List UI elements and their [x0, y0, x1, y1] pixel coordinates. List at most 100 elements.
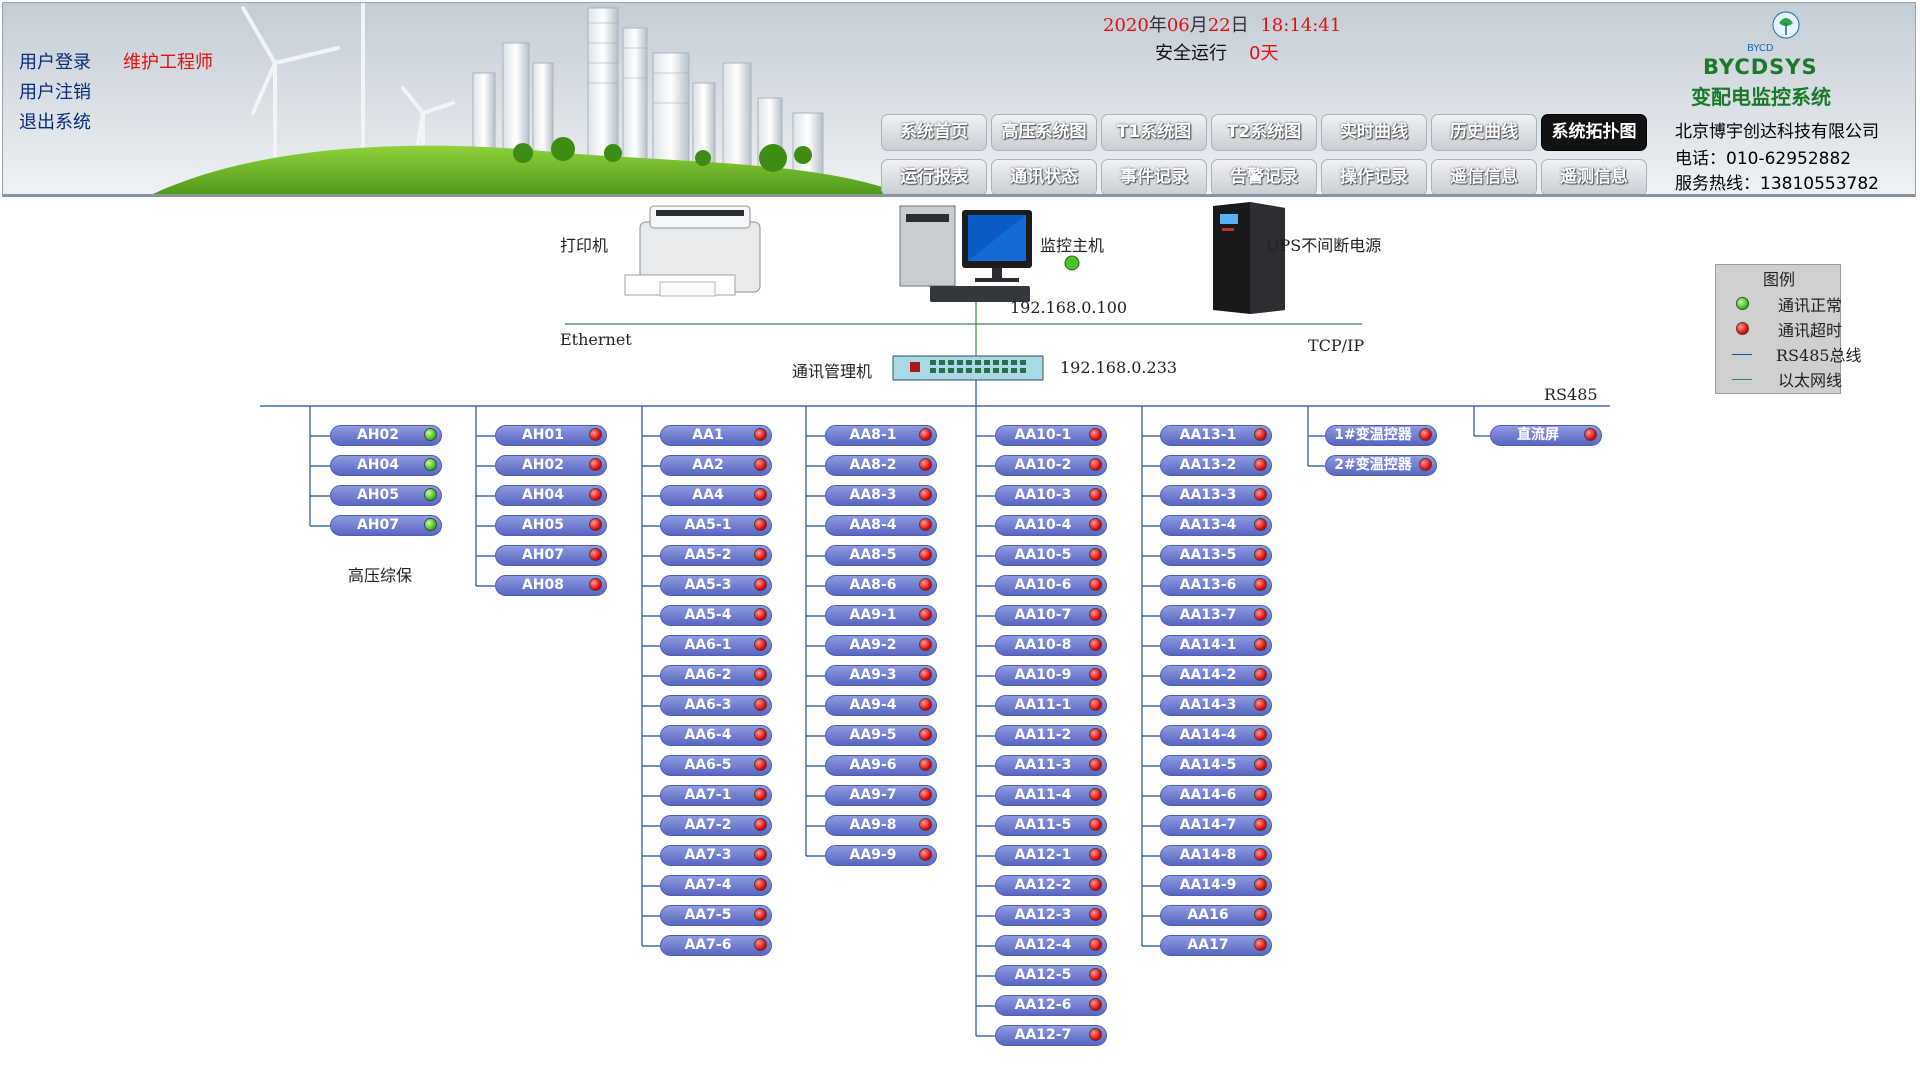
device-node[interactable]: AA10-4 — [995, 515, 1107, 536]
device-node[interactable]: AA7-6 — [660, 935, 772, 956]
device-node[interactable]: AH02 — [330, 425, 442, 446]
device-node[interactable]: AA9-4 — [825, 695, 937, 716]
device-node[interactable]: AA12-5 — [995, 965, 1107, 986]
nav-button-13[interactable]: 遥信信息 — [1431, 159, 1537, 194]
nav-button-7[interactable]: 系统拓扑图 — [1541, 114, 1647, 151]
device-node[interactable]: AA10-6 — [995, 575, 1107, 596]
device-node[interactable]: AA11-2 — [995, 725, 1107, 746]
device-node[interactable]: AA13-5 — [1160, 545, 1272, 566]
nav-button-12[interactable]: 操作记录 — [1321, 159, 1427, 194]
device-node[interactable]: AA10-2 — [995, 455, 1107, 476]
device-node[interactable]: AA6-3 — [660, 695, 772, 716]
logout-link[interactable]: 用户注销 — [19, 82, 91, 103]
device-node[interactable]: AA5-4 — [660, 605, 772, 626]
device-node[interactable]: AH01 — [495, 425, 607, 446]
device-node[interactable]: AA9-5 — [825, 725, 937, 746]
device-node[interactable]: AA14-5 — [1160, 755, 1272, 776]
device-node[interactable]: AH07 — [495, 545, 607, 566]
device-node[interactable]: AA5-2 — [660, 545, 772, 566]
device-node[interactable]: AA10-9 — [995, 665, 1107, 686]
device-node[interactable]: AA14-1 — [1160, 635, 1272, 656]
exit-system-link[interactable]: 退出系统 — [19, 112, 91, 133]
device-node[interactable]: AA8-4 — [825, 515, 937, 536]
device-node[interactable]: AA7-1 — [660, 785, 772, 806]
device-node[interactable]: AA9-3 — [825, 665, 937, 686]
device-node[interactable]: AA8-2 — [825, 455, 937, 476]
nav-button-11[interactable]: 告警记录 — [1211, 159, 1317, 194]
nav-button-4[interactable]: T2系统图 — [1211, 114, 1317, 151]
device-node[interactable]: AA10-7 — [995, 605, 1107, 626]
nav-button-3[interactable]: T1系统图 — [1101, 114, 1207, 151]
device-node[interactable]: AA6-1 — [660, 635, 772, 656]
device-node[interactable]: AA11-1 — [995, 695, 1107, 716]
device-node[interactable]: AA10-8 — [995, 635, 1107, 656]
device-node[interactable]: AA2 — [660, 455, 772, 476]
device-node[interactable]: AA14-9 — [1160, 875, 1272, 896]
device-node[interactable]: AA12-4 — [995, 935, 1107, 956]
nav-button-9[interactable]: 通讯状态 — [991, 159, 1097, 194]
device-node[interactable]: AA11-4 — [995, 785, 1107, 806]
device-node[interactable]: AA9-8 — [825, 815, 937, 836]
device-node[interactable]: AA10-1 — [995, 425, 1107, 446]
device-node[interactable]: AA14-7 — [1160, 815, 1272, 836]
nav-button-14[interactable]: 遥测信息 — [1541, 159, 1647, 194]
device-node[interactable]: AA14-4 — [1160, 725, 1272, 746]
device-node[interactable]: AA13-6 — [1160, 575, 1272, 596]
device-node[interactable]: AA12-2 — [995, 875, 1107, 896]
nav-button-1[interactable]: 系统首页 — [881, 114, 987, 151]
device-node[interactable]: AA7-3 — [660, 845, 772, 866]
device-node[interactable]: 直流屏 — [1490, 425, 1602, 446]
device-node[interactable]: AH04 — [330, 455, 442, 476]
device-node[interactable]: AA12-1 — [995, 845, 1107, 866]
nav-button-8[interactable]: 运行报表 — [881, 159, 987, 194]
device-node[interactable]: AA9-1 — [825, 605, 937, 626]
device-node[interactable]: AA12-3 — [995, 905, 1107, 926]
nav-button-6[interactable]: 历史曲线 — [1431, 114, 1537, 151]
device-node[interactable]: AA11-5 — [995, 815, 1107, 836]
device-node[interactable]: AA8-1 — [825, 425, 937, 446]
device-node[interactable]: AA6-4 — [660, 725, 772, 746]
device-node[interactable]: AA14-6 — [1160, 785, 1272, 806]
nav-button-10[interactable]: 事件记录 — [1101, 159, 1207, 194]
device-node[interactable]: AA10-3 — [995, 485, 1107, 506]
device-node[interactable]: AA12-6 — [995, 995, 1107, 1016]
device-node[interactable]: AH04 — [495, 485, 607, 506]
device-node[interactable]: AA13-2 — [1160, 455, 1272, 476]
device-node[interactable]: AA9-2 — [825, 635, 937, 656]
device-node[interactable]: AA6-5 — [660, 755, 772, 776]
device-node[interactable]: AA11-3 — [995, 755, 1107, 776]
device-node[interactable]: 2#变温控器 — [1325, 455, 1437, 476]
device-node[interactable]: AA8-6 — [825, 575, 937, 596]
device-node[interactable]: AA9-9 — [825, 845, 937, 866]
device-node[interactable]: AA9-6 — [825, 755, 937, 776]
login-link[interactable]: 用户登录 — [19, 52, 91, 73]
device-node[interactable]: AA7-5 — [660, 905, 772, 926]
device-node[interactable]: AA14-3 — [1160, 695, 1272, 716]
device-node[interactable]: AA14-8 — [1160, 845, 1272, 866]
nav-button-2[interactable]: 高压系统图 — [991, 114, 1097, 151]
device-node[interactable]: AA13-7 — [1160, 605, 1272, 626]
device-node[interactable]: AA8-5 — [825, 545, 937, 566]
device-node[interactable]: AA16 — [1160, 905, 1272, 926]
device-node[interactable]: AA6-2 — [660, 665, 772, 686]
device-node[interactable]: AA5-1 — [660, 515, 772, 536]
device-node[interactable]: AA1 — [660, 425, 772, 446]
device-node[interactable]: AA9-7 — [825, 785, 937, 806]
device-node[interactable]: AA17 — [1160, 935, 1272, 956]
device-node[interactable]: AA4 — [660, 485, 772, 506]
device-node[interactable]: AA13-1 — [1160, 425, 1272, 446]
device-node[interactable]: AA14-2 — [1160, 665, 1272, 686]
device-node[interactable]: 1#变温控器 — [1325, 425, 1437, 446]
device-node[interactable]: AA8-3 — [825, 485, 937, 506]
device-node[interactable]: AH08 — [495, 575, 607, 596]
device-node[interactable]: AA13-3 — [1160, 485, 1272, 506]
device-node[interactable]: AH07 — [330, 515, 442, 536]
device-node[interactable]: AA10-5 — [995, 545, 1107, 566]
device-node[interactable]: AA5-3 — [660, 575, 772, 596]
device-node[interactable]: AA12-7 — [995, 1025, 1107, 1046]
device-node[interactable]: AH02 — [495, 455, 607, 476]
device-node[interactable]: AA7-4 — [660, 875, 772, 896]
nav-button-5[interactable]: 实时曲线 — [1321, 114, 1427, 151]
device-node[interactable]: AH05 — [330, 485, 442, 506]
device-node[interactable]: AH05 — [495, 515, 607, 536]
